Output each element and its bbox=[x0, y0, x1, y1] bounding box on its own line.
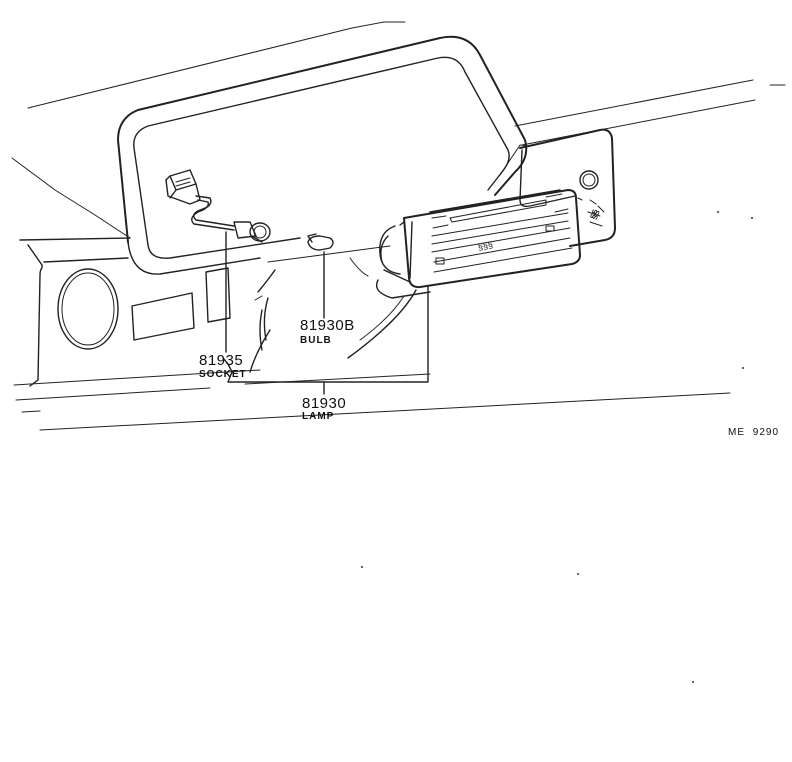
socket-part-number: 81935 bbox=[199, 352, 244, 369]
dashboard-upper-lines bbox=[11, 21, 786, 239]
lamp-part-number: 81930 bbox=[302, 395, 347, 412]
leader-lines bbox=[222, 231, 429, 395]
heater-control-panel bbox=[347, 128, 616, 359]
round-gauge-outline bbox=[57, 268, 119, 350]
lamp-part-name: LAMP bbox=[302, 411, 335, 422]
switch-cutouts bbox=[131, 267, 276, 373]
stray-marks bbox=[361, 211, 753, 683]
dashboard-lower-face bbox=[13, 237, 731, 431]
figure-code-number: 9290 bbox=[752, 427, 780, 438]
bulb-part-name: BULB bbox=[300, 335, 332, 346]
socket-harness bbox=[165, 169, 271, 243]
bulb-part-number: 81930B bbox=[300, 317, 355, 334]
instrument-cluster-hood bbox=[117, 35, 529, 275]
socket-part-name: SOCKET bbox=[199, 369, 247, 380]
figure-code: ME 9290 bbox=[728, 428, 779, 438]
bulb-drawing bbox=[307, 233, 334, 251]
figure-code-prefix: ME bbox=[728, 427, 745, 438]
